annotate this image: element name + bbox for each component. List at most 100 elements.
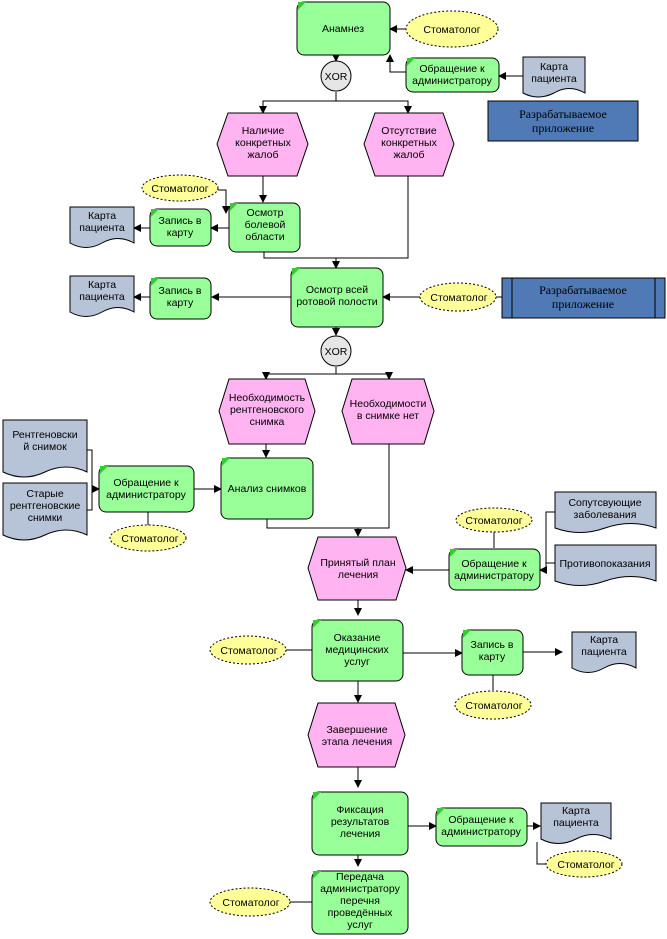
role-label: Стоматолог (220, 645, 277, 657)
connector (358, 444, 390, 529)
xor-operator-1[interactable]: XOR (320, 60, 352, 92)
connector (262, 367, 337, 380)
connector (259, 92, 337, 114)
xor-operator-2[interactable]: XOR (320, 335, 352, 367)
xor-label: XOR (325, 71, 348, 83)
role-label: Стоматолог (423, 24, 480, 36)
connector (263, 252, 337, 268)
function-analiz[interactable]: Анализ снимков (220, 457, 314, 520)
role-label: Стоматолог (121, 533, 178, 545)
role-stomatolog-6[interactable]: Стоматолог (209, 635, 287, 665)
connectors (87, 25, 563, 903)
connector (87, 449, 100, 493)
role-stomatolog-3[interactable]: Стоматолог (419, 282, 497, 312)
connector (539, 511, 555, 574)
role-label: Стоматолог (222, 897, 279, 909)
connector (218, 189, 230, 214)
connector (332, 176, 409, 269)
role-label: Стоматолог (465, 515, 522, 527)
connector (266, 519, 362, 537)
function-label: Анамнез (322, 23, 364, 35)
role-stomatolog-1[interactable]: Стоматолог (405, 10, 499, 48)
role-stomatolog-4[interactable]: Стоматолог (109, 524, 187, 552)
connector (336, 100, 412, 114)
role-label: Стоматолог (151, 183, 208, 195)
role-stomatolog-2[interactable]: Стоматолог (141, 174, 219, 202)
function-anamnez[interactable]: Анамнез (296, 1, 391, 56)
role-stomatolog-8[interactable]: Стоматолог (545, 850, 623, 878)
connector (536, 842, 546, 865)
role-stomatolog-5[interactable]: Стоматолог (455, 507, 533, 533)
role-label: Стоматолог (465, 700, 522, 712)
document-label: Противопоказания (559, 558, 650, 570)
document-protivopokazaniya[interactable]: Противопоказания (554, 544, 657, 586)
role-label: Стоматолог (430, 292, 487, 304)
role-stomatolog-9[interactable]: Стоматолог (209, 887, 291, 917)
role-stomatolog-7[interactable]: Стоматолог (454, 690, 532, 720)
xor-label: XOR (325, 346, 348, 358)
connector (87, 489, 93, 511)
function-label: Анализ снимков (228, 483, 307, 495)
connector (336, 372, 393, 380)
role-label: Стоматолог (557, 859, 614, 871)
connector (386, 54, 406, 73)
